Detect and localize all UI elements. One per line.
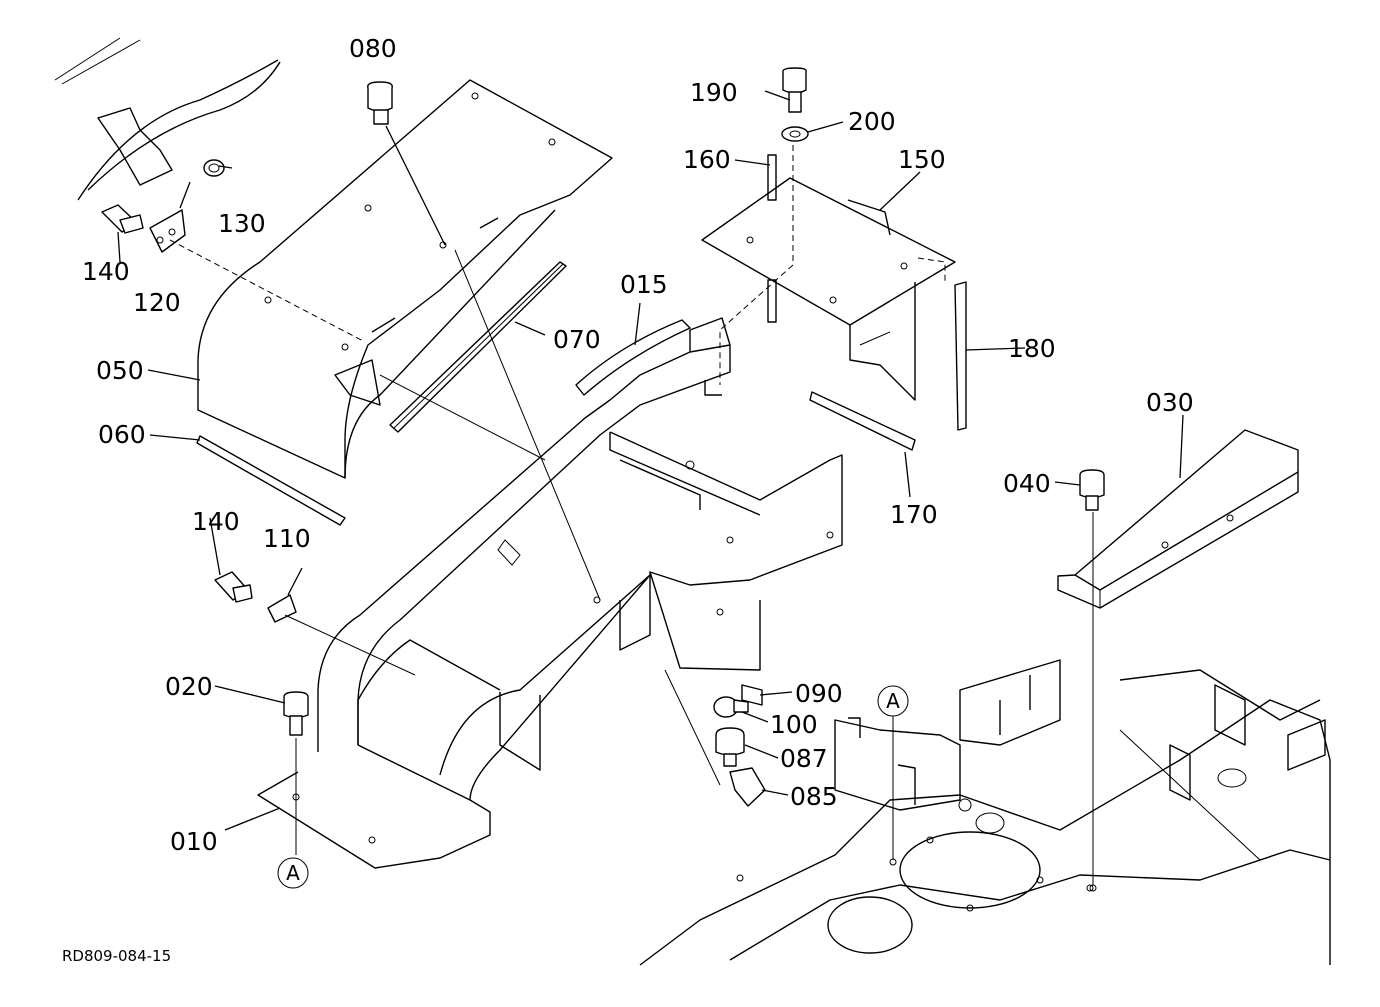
base-frame — [639, 659, 1331, 966]
label-160: 160 — [683, 145, 731, 174]
part-015-strip — [575, 319, 691, 396]
label-200: 200 — [848, 107, 896, 136]
part-170-strip — [809, 391, 916, 451]
part-070-strip — [389, 261, 567, 433]
label-020: 020 — [165, 672, 213, 701]
ref-marker-bottom: A — [277, 857, 309, 889]
label-130: 130 — [218, 209, 266, 238]
leader-lines — [117, 90, 1184, 831]
bolt-087 — [715, 727, 745, 767]
label-080: 080 — [349, 34, 397, 63]
ref-marker-right: A — [877, 685, 909, 866]
label-180: 180 — [1008, 334, 1056, 363]
grommet-130 — [203, 159, 225, 177]
bracket-120 — [149, 209, 186, 253]
label-110: 110 — [263, 524, 311, 553]
drawing-code: RD809-084-15 — [62, 947, 171, 965]
label-120: 120 — [133, 288, 181, 317]
label-030: 030 — [1146, 388, 1194, 417]
part-150-plate — [701, 177, 956, 401]
bolt-080 — [367, 81, 393, 125]
label-060: 060 — [98, 420, 146, 449]
label-100: 100 — [770, 710, 818, 739]
part-050-cover — [169, 79, 613, 479]
main-frame — [257, 317, 843, 869]
label-015: 015 — [620, 270, 668, 299]
label-090: 090 — [795, 679, 843, 708]
part-160-strip — [767, 154, 777, 323]
label-010: 010 — [170, 827, 218, 856]
part-030-tray — [1057, 429, 1299, 609]
part-labels: 080 130 140 120 050 060 070 015 190 200 … — [82, 34, 1194, 856]
label-140-top: 140 — [82, 257, 130, 286]
label-087: 087 — [780, 744, 828, 773]
label-040: 040 — [1003, 469, 1051, 498]
part-180-strip — [954, 281, 967, 431]
label-150: 150 — [898, 145, 946, 174]
bracket-110 — [267, 594, 297, 623]
clip-085 — [729, 767, 766, 807]
bolt-190 — [782, 67, 807, 113]
bolt-140-mid — [214, 571, 253, 603]
label-170: 170 — [890, 500, 938, 529]
washer-200 — [781, 126, 809, 142]
clip-090 — [741, 684, 763, 706]
label-050: 050 — [96, 356, 144, 385]
label-070: 070 — [553, 325, 601, 354]
fasteners — [101, 67, 1105, 892]
label-190: 190 — [690, 78, 738, 107]
part-060-strip — [196, 435, 346, 526]
ref-marker-right-label: A — [886, 689, 900, 713]
bolt-100 — [713, 696, 749, 718]
label-140-mid: 140 — [192, 507, 240, 536]
fender-fragment — [54, 37, 281, 201]
bolt-020 — [283, 691, 309, 736]
ref-marker-bottom-label: A — [286, 861, 300, 885]
bolt-140-top — [101, 204, 144, 234]
label-085: 085 — [790, 782, 838, 811]
bolt-040 — [1079, 469, 1105, 511]
